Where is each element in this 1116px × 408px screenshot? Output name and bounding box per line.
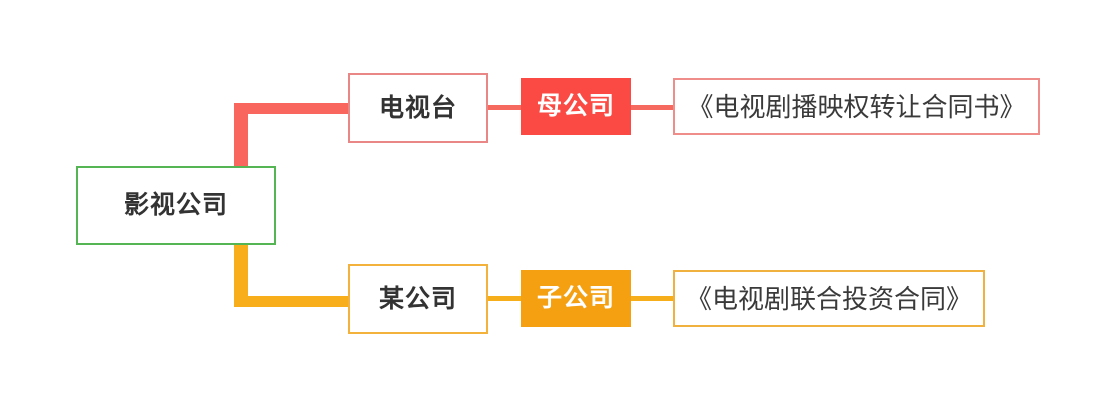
node-upper-entity-tv-station[interactable]: 电视台 xyxy=(348,73,488,143)
node-root-film-company[interactable]: 影视公司 xyxy=(76,166,276,245)
node-lower-role-label: 子公司 xyxy=(536,284,615,312)
connector-root-to-upper-horizontal xyxy=(234,103,354,114)
node-root-label: 影视公司 xyxy=(123,191,228,219)
node-lower-document-label: 《电视剧联合投资合同》 xyxy=(685,283,972,314)
node-upper-entity-label: 电视台 xyxy=(378,93,457,122)
node-upper-role-parent-company[interactable]: 母公司 xyxy=(521,78,631,135)
node-upper-document-broadcast-rights-transfer-contract[interactable]: 《电视剧播映权转让合同书》 xyxy=(673,78,1040,135)
connector-upper-entity-to-role xyxy=(486,105,522,110)
connector-lower-entity-to-role xyxy=(486,296,522,301)
connector-root-to-lower-horizontal xyxy=(234,296,354,307)
connector-lower-role-to-document xyxy=(630,296,674,301)
node-lower-entity-some-company[interactable]: 某公司 xyxy=(348,264,488,334)
node-upper-role-label: 母公司 xyxy=(536,92,615,120)
connector-upper-role-to-document xyxy=(630,105,674,110)
node-upper-document-label: 《电视剧播映权转让合同书》 xyxy=(687,91,1026,122)
node-lower-entity-label: 某公司 xyxy=(378,284,457,313)
connector-root-to-lower-vertical xyxy=(234,242,248,306)
node-lower-document-joint-investment-contract[interactable]: 《电视剧联合投资合同》 xyxy=(673,270,985,327)
connector-root-to-upper-vertical xyxy=(234,105,248,169)
node-lower-role-subsidiary-company[interactable]: 子公司 xyxy=(521,270,631,327)
